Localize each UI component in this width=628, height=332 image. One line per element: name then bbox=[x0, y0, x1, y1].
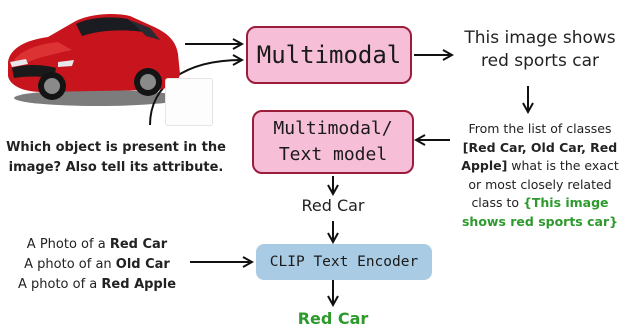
red-car-mid-output: Red Car bbox=[301, 196, 365, 215]
prompt-line-4: or most closely related bbox=[468, 176, 612, 192]
caption-1-pre: A Photo of a bbox=[26, 237, 110, 252]
red-sports-car-image bbox=[2, 4, 184, 108]
image-placeholder bbox=[165, 78, 213, 126]
red-car-final-output: Red Car bbox=[297, 309, 369, 328]
text-model-line-2: Text model bbox=[278, 144, 388, 165]
caption-1-bold: Red Car bbox=[109, 237, 168, 252]
prompt-line-3-bold: Apple] bbox=[461, 158, 508, 173]
clip-text-encoder-box: CLIP Text Encoder bbox=[256, 244, 432, 280]
clip-label: CLIP Text Encoder bbox=[269, 254, 419, 270]
caption-3: A photo of a Red Apple bbox=[2, 275, 192, 295]
prompt-line-3: Apple] what is the exact bbox=[452, 157, 628, 176]
caption-3-bold: Red Apple bbox=[101, 277, 177, 292]
prompt-line-2: [Red Car, Old Car, Red bbox=[462, 139, 618, 155]
prompt-line-5-pre: class to bbox=[471, 195, 523, 210]
multimodal-label: Multimodal bbox=[256, 41, 402, 69]
output-text: This image shows red sports car bbox=[455, 27, 625, 73]
prompt-line-5: class to {This image bbox=[452, 194, 628, 213]
caption-3-pre: A photo of a bbox=[17, 277, 102, 292]
multimodal-box: Multimodal bbox=[246, 26, 412, 84]
caption-2: A photo of an Old Car bbox=[2, 255, 192, 275]
text-model-line-1: Multimodal/ bbox=[273, 118, 393, 139]
output-line-1: This image shows bbox=[464, 28, 616, 48]
question-line-1: Which object is present in the bbox=[6, 140, 226, 155]
prompt-line-3-rest: what is the exact bbox=[507, 158, 619, 173]
text-model-box: Multimodal/ Text model bbox=[252, 110, 414, 174]
prompt-line-6: shows red sports car} bbox=[461, 213, 619, 229]
prompt-text: From the list of classes [Red Car, Old C… bbox=[452, 120, 628, 231]
caption-list: A Photo of a Red Car A photo of an Old C… bbox=[2, 235, 192, 295]
caption-2-bold: Old Car bbox=[115, 257, 170, 272]
prompt-line-1: From the list of classes bbox=[468, 121, 612, 136]
prompt-line-5-green: {This image bbox=[522, 195, 609, 210]
question-line-2: image? Also tell its attribute. bbox=[8, 160, 224, 175]
question-text: Which object is present in the image? Al… bbox=[2, 138, 230, 178]
caption-1: A Photo of a Red Car bbox=[2, 235, 192, 255]
output-line-2: red sports car bbox=[481, 51, 599, 71]
caption-2-pre: A photo of an bbox=[24, 257, 116, 272]
